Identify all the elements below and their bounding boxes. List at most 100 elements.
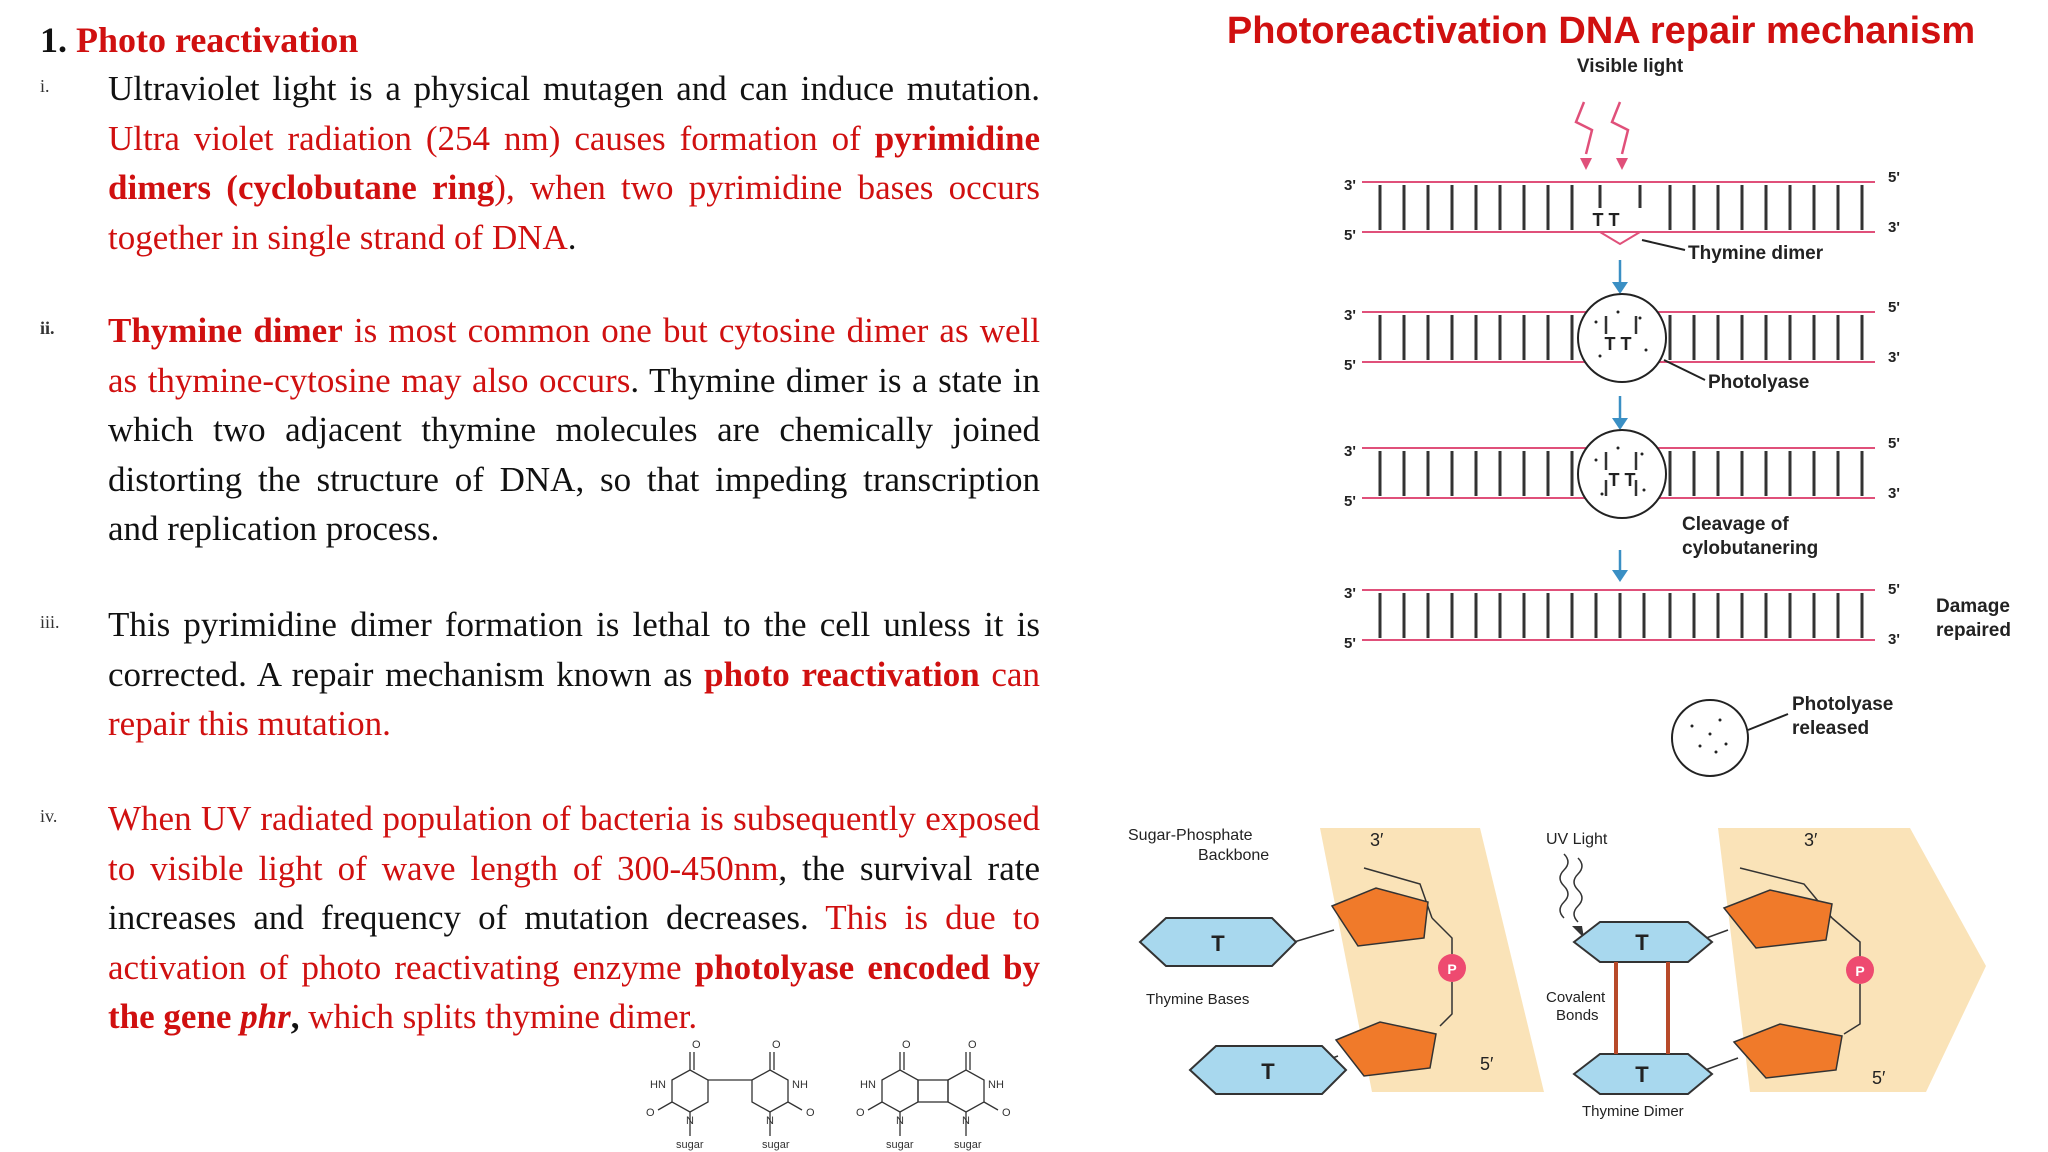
section-number: 1. — [40, 20, 67, 60]
chem-label: sugar — [676, 1139, 704, 1151]
end-label: 3′ — [1804, 830, 1818, 850]
backbone-label-1: Sugar-Phosphate — [1128, 827, 1253, 844]
chem-label: O — [968, 1039, 977, 1051]
down-arrow-icon — [1612, 260, 1628, 294]
thymine-dimer-formation-diagram: Sugar-Phosphate Backbone 3′ 5′ T T P Thy… — [1128, 827, 1986, 1120]
dna-duplex-repaired — [1362, 589, 1875, 641]
text-span: , the survival rate increases and freque… — [108, 848, 1040, 938]
text-span: photo reactivation — [704, 654, 980, 694]
thymine-base: T — [1635, 1062, 1649, 1087]
chem-label: NH — [988, 1079, 1004, 1091]
thymine-dimer-caption: Thymine Dimer — [1582, 1103, 1684, 1120]
end-label: 5' — [1888, 581, 1900, 598]
thymine-bases-label: Thymine Bases — [1146, 991, 1249, 1008]
tt-label: T T — [1605, 334, 1632, 354]
item-marker: ii. — [40, 318, 55, 338]
text-span: can repair this mutation. — [108, 654, 1040, 744]
chem-label: O — [692, 1039, 701, 1051]
uv-light-label: UV Light — [1546, 831, 1608, 848]
chem-label: HN — [650, 1079, 666, 1091]
dna-duplex-2 — [1362, 293, 1875, 383]
text-span: This is due to activation of photo react… — [108, 898, 1041, 987]
text-span: . Thymine dimer is a state in which two … — [108, 360, 1040, 549]
chem-label: sugar — [886, 1139, 914, 1151]
text-span: phr — [240, 997, 291, 1036]
end-label: 3' — [1344, 307, 1356, 324]
chem-label: N — [686, 1115, 694, 1127]
damage-label-2: repaired — [1936, 620, 2011, 641]
section-heading: 1. Photo reactivation — [40, 14, 1040, 66]
end-label: 5′ — [1480, 1054, 1494, 1074]
end-label: 3' — [1888, 631, 1900, 648]
text-span: . — [567, 217, 577, 257]
visible-light-label: Visible light — [1577, 56, 1684, 77]
section-title: Photo reactivation — [76, 20, 359, 60]
end-label: 5' — [1888, 435, 1900, 452]
thymine-dimer-structures: O O O O HN NH HN NH N N N N O O O O suga… — [646, 1039, 1011, 1151]
text-span: photolyase encoded by the gene — [108, 947, 1040, 1037]
photoreactivation-diagram: Visible light T T Thymine dimer 3' 5' 5'… — [1344, 56, 2011, 777]
released-photolyase — [1671, 699, 1749, 777]
item-marker: iv. — [40, 806, 58, 826]
damage-label-1: Damage — [1936, 596, 2010, 617]
diagram-title: Photoreactivation DNA repair mechanism — [1226, 10, 1976, 52]
end-label: 5' — [1344, 357, 1356, 374]
text-span: pyrimidine dimers (cyclobutane ring — [108, 118, 1040, 208]
text-span: Ultra violet radiation (254 nm) causes f… — [108, 118, 875, 158]
tt-label: T T — [1593, 210, 1620, 230]
light-rays-icon — [1574, 101, 1630, 155]
covalent-label-1: Covalent — [1546, 989, 1606, 1006]
end-label: 3' — [1888, 219, 1900, 236]
end-label: 3' — [1344, 177, 1356, 194]
covalent-label-2: Bonds — [1556, 1007, 1599, 1024]
thymine-base: T — [1211, 931, 1225, 956]
dna-duplex-3 — [1362, 429, 1875, 519]
covalent-bonds — [1614, 962, 1670, 1054]
released-label-2: released — [1792, 718, 1869, 739]
end-label: 5' — [1344, 493, 1356, 510]
end-label: 5' — [1888, 169, 1900, 186]
cleavage-label-1: Cleavage of — [1682, 514, 1789, 535]
chem-label: O — [1002, 1107, 1011, 1119]
text-span: is most common one but cytosine dimer as… — [108, 311, 1040, 400]
thymine-base: T — [1261, 1059, 1275, 1084]
dna-duplex-1 — [1362, 181, 1875, 246]
chem-label: HN — [860, 1079, 876, 1091]
text-span: This pyrimidine dimer formation is letha… — [108, 605, 1040, 694]
chem-label: O — [772, 1039, 781, 1051]
end-label: 5' — [1888, 299, 1900, 316]
item-marker: i. — [40, 76, 50, 96]
chem-label: NH — [792, 1079, 808, 1091]
text-span: When UV radiated population of bacteria … — [108, 799, 1040, 888]
text-column: 1. Photo reactivation i. Ultraviolet lig… — [40, 14, 1040, 1036]
cleavage-label-2: cylobutanering — [1682, 538, 1818, 559]
chem-label: N — [896, 1115, 904, 1127]
text-span: Thymine dimer — [108, 311, 343, 350]
item-text: Ultraviolet light is a physical mutagen … — [108, 64, 1040, 262]
chem-label: O — [856, 1107, 865, 1119]
uv-wave-icon — [1559, 853, 1583, 923]
chem-label: O — [806, 1107, 815, 1119]
released-label-1: Photolyase — [1792, 694, 1893, 715]
thymine-dimer-label: Thymine dimer — [1688, 243, 1824, 264]
item-text: This pyrimidine dimer formation is letha… — [108, 600, 1040, 749]
text-span: Ultraviolet light is a physical mutagen … — [108, 69, 1040, 108]
item-text: When UV radiated population of bacteria … — [108, 794, 1040, 1042]
phosphate: P — [1855, 963, 1864, 979]
end-label: 3' — [1344, 443, 1356, 460]
backbone-label-2: Backbone — [1198, 847, 1269, 864]
end-label: 3' — [1888, 349, 1900, 366]
item-text: Thymine dimer is most common one but cyt… — [108, 306, 1040, 554]
down-arrow-icon — [1612, 550, 1628, 582]
text-span: , — [290, 997, 300, 1036]
photolyase-label: Photolyase — [1708, 372, 1809, 393]
chem-label: sugar — [954, 1139, 982, 1151]
end-label: 3' — [1888, 485, 1900, 502]
chem-label: N — [962, 1115, 970, 1127]
text-span: ), when two pyrimidine bases occurs toge… — [108, 168, 1040, 257]
down-arrow-icon — [1612, 396, 1628, 430]
end-label: 5′ — [1872, 1068, 1886, 1088]
text-span: which splits thymine dimer. — [299, 997, 698, 1036]
chem-label: O — [902, 1039, 911, 1051]
item-marker: iii. — [40, 612, 60, 632]
